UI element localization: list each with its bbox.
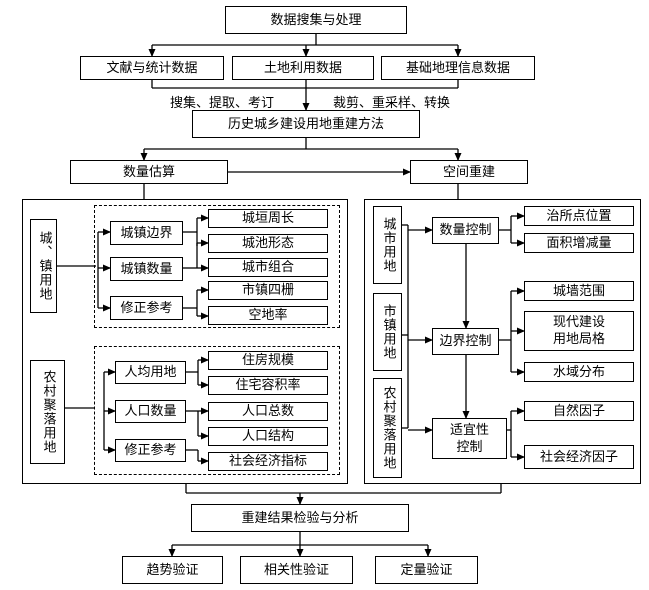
urban-item-city-combination-label: 城市组合	[241, 260, 294, 275]
quantity-frame	[22, 199, 348, 484]
rural-factor-population-label: 人口数量	[124, 404, 177, 419]
source-landuse-label: 土地利用数据	[263, 60, 342, 76]
spatial-item-modern-layout-label: 现代建设 用地局格	[552, 315, 605, 347]
spatial-item-seat-location-label: 治所点位置	[546, 208, 612, 224]
spatial-item-socioeconomic-factor: 社会经济因子	[524, 445, 634, 469]
control-suitability: 适宜性 控制	[432, 418, 507, 459]
spatial-item-water-label: 水域分布	[552, 364, 605, 380]
rural-item-socioeconomic: 社会经济指标	[208, 452, 328, 471]
rural-item-plot-ratio-label: 住宅容积率	[235, 378, 301, 393]
control-quantity-label: 数量控制	[439, 223, 492, 238]
data-collection-label: 数据搜集与处理	[270, 12, 362, 28]
urban-item-town-boundary: 市镇四栅	[208, 281, 328, 300]
validation-correlation: 相关性验证	[240, 556, 353, 584]
control-boundary: 边界控制	[432, 328, 499, 355]
spatial-item-socioeconomic-factor-label: 社会经济因子	[539, 449, 618, 465]
urban-land-label: 城、镇用地	[36, 231, 52, 301]
source-landuse-box: 土地利用数据	[232, 56, 374, 80]
data-collection-box: 数据搜集与处理	[225, 6, 407, 34]
spatial-category-rural: 农村聚落用地	[373, 378, 402, 478]
rural-factor-population: 人口数量	[115, 400, 186, 423]
spatial-category-urban-label: 城市用地	[380, 217, 396, 273]
spatial-frame	[364, 199, 641, 484]
urban-factor-boundary-label: 城镇边界	[120, 225, 173, 241]
urban-dashed-group	[94, 205, 340, 328]
quantity-box: 数量估算	[70, 160, 228, 184]
operation-right-label: 裁剪、重采样、转换	[333, 96, 451, 111]
urban-factor-count: 城镇数量	[110, 257, 183, 281]
rural-factor-per-capita-label: 人均用地	[124, 365, 177, 380]
urban-item-city-shape-label: 城池形态	[241, 236, 294, 251]
rural-item-socioeconomic-label: 社会经济指标	[228, 454, 307, 469]
control-boundary-label: 边界控制	[439, 334, 492, 349]
validation-trend-label: 趋势验证	[146, 562, 199, 578]
spatial-category-urban: 城市用地	[373, 206, 402, 284]
validation-label: 重建结果检验与分析	[241, 510, 359, 526]
spatial-item-wall-extent-label: 城墙范围	[552, 283, 605, 299]
validation-trend: 趋势验证	[122, 556, 223, 584]
quantity-label: 数量估算	[122, 164, 175, 180]
spatial-item-seat-location: 治所点位置	[524, 206, 634, 226]
validation-correlation-label: 相关性验证	[263, 562, 329, 578]
spatial-item-area-change-label: 面积增减量	[546, 235, 612, 251]
method-box: 历史城乡建设用地重建方法	[192, 110, 420, 138]
urban-factor-count-label: 城镇数量	[120, 261, 173, 277]
spatial-item-area-change: 面积增减量	[524, 233, 634, 253]
validation-box: 重建结果检验与分析	[191, 504, 409, 532]
urban-item-vacancy-rate: 空地率	[208, 306, 328, 325]
source-literature-box: 文献与统计数据	[80, 56, 224, 80]
control-quantity: 数量控制	[432, 217, 499, 244]
rural-item-total-population-label: 人口总数	[241, 404, 294, 419]
urban-item-wall-length: 城垣周长	[208, 209, 328, 228]
source-literature-label: 文献与统计数据	[106, 60, 198, 76]
spatial-category-town-label: 市镇用地	[380, 304, 396, 360]
spatial-box: 空间重建	[410, 160, 528, 184]
urban-item-vacancy-rate-label: 空地率	[248, 308, 288, 323]
validation-quantitative: 定量验证	[375, 556, 478, 584]
rural-item-housing-scale-label: 住房规模	[241, 353, 294, 368]
urban-factor-correction-label: 修正参考	[120, 300, 173, 316]
rural-item-total-population: 人口总数	[208, 402, 328, 421]
urban-item-city-combination: 城市组合	[208, 258, 328, 277]
rural-factor-correction: 修正参考	[115, 439, 186, 462]
spatial-label: 空间重建	[442, 164, 495, 180]
rural-item-housing-scale: 住房规模	[208, 351, 328, 370]
spatial-item-wall-extent: 城墙范围	[524, 281, 634, 301]
method-label: 历史城乡建设用地重建方法	[227, 116, 384, 132]
spatial-item-water: 水域分布	[524, 362, 634, 382]
source-geo-label: 基础地理信息数据	[405, 60, 510, 76]
rural-item-population-structure-label: 人口结构	[241, 429, 294, 444]
operation-left-label: 搜集、提取、考订	[170, 96, 275, 111]
rural-land-label-box: 农村聚落用地	[30, 360, 65, 464]
spatial-item-natural-factor-label: 自然因子	[552, 403, 605, 419]
spatial-item-modern-layout: 现代建设 用地局格	[524, 311, 634, 351]
rural-item-plot-ratio: 住宅容积率	[208, 376, 328, 395]
urban-item-city-shape: 城池形态	[208, 234, 328, 253]
rural-land-label: 农村聚落用地	[40, 370, 56, 454]
urban-item-town-boundary-label: 市镇四栅	[241, 283, 294, 298]
urban-item-wall-length-label: 城垣周长	[241, 211, 294, 226]
rural-item-population-structure: 人口结构	[208, 427, 328, 446]
control-suitability-label: 适宜性 控制	[449, 422, 489, 455]
rural-factor-correction-label: 修正参考	[124, 443, 177, 458]
urban-factor-correction: 修正参考	[110, 296, 183, 320]
rural-factor-per-capita: 人均用地	[115, 361, 186, 384]
spatial-category-town: 市镇用地	[373, 293, 402, 371]
rural-dashed-group	[94, 346, 340, 475]
urban-land-label-box: 城、镇用地	[30, 219, 57, 313]
source-geo-box: 基础地理信息数据	[381, 56, 535, 80]
validation-quantitative-label: 定量验证	[400, 562, 453, 578]
spatial-item-natural-factor: 自然因子	[524, 401, 634, 421]
spatial-category-rural-label: 农村聚落用地	[380, 386, 396, 470]
urban-factor-boundary: 城镇边界	[110, 221, 183, 245]
